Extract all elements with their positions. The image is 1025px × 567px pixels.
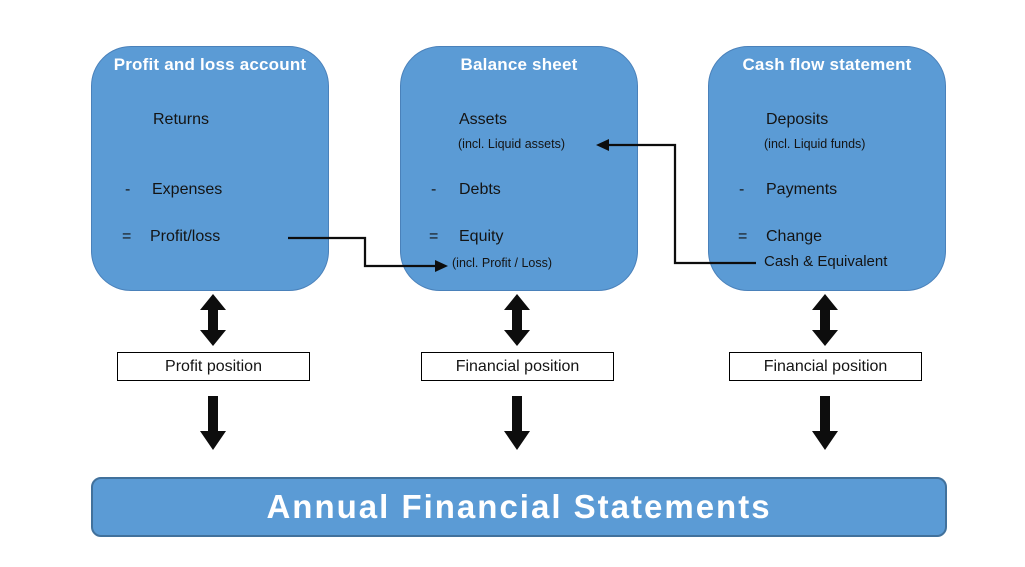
row-profitloss: Profit/loss xyxy=(150,228,221,245)
annual-financial-statements-label: Annual Financial Statements xyxy=(266,488,772,525)
double-arrow-profit-icon xyxy=(200,294,226,346)
panel-balance-sheet: Balance sheet Assets (incl. Liquid asset… xyxy=(400,46,638,291)
financial-position-box-cashflow: Financial position xyxy=(729,352,922,381)
row-debts-prefix: - xyxy=(431,181,437,198)
panel-profit-and-loss: Profit and loss account Returns - Expens… xyxy=(91,46,329,291)
profit-position-label: Profit position xyxy=(165,357,262,375)
panel-title: Cash flow statement xyxy=(742,55,912,74)
row-payments: Payments xyxy=(766,181,838,198)
panel-title: Balance sheet xyxy=(460,55,578,74)
row-change: Change xyxy=(766,228,823,245)
annual-financial-statements-bar: Annual Financial Statements xyxy=(91,477,947,537)
financial-position-box-balance: Financial position xyxy=(421,352,614,381)
row-returns: Returns xyxy=(153,111,210,128)
panel-cash-flow: Cash flow statement Deposits (incl. Liqu… xyxy=(708,46,946,291)
panel-title: Profit and loss account xyxy=(113,55,307,74)
row-deposits-note: (incl. Liquid funds) xyxy=(764,137,866,151)
row-cash-equivalent: Cash & Equivalent xyxy=(764,253,888,270)
down-arrow-balance-icon xyxy=(504,396,530,450)
row-assets: Assets xyxy=(459,111,508,128)
row-payments-prefix: - xyxy=(739,181,745,198)
row-profitloss-prefix: = xyxy=(122,228,132,245)
double-arrow-balance-icon xyxy=(504,294,530,346)
row-equity-prefix: = xyxy=(429,228,439,245)
down-arrow-cashflow-icon xyxy=(812,396,838,450)
double-arrow-cashflow-icon xyxy=(812,294,838,346)
row-expenses: Expenses xyxy=(152,181,223,198)
row-change-prefix: = xyxy=(738,228,748,245)
financial-position-label: Financial position xyxy=(763,357,888,375)
row-expenses-prefix: - xyxy=(125,181,131,198)
financial-position-label: Financial position xyxy=(455,357,580,375)
profit-position-box: Profit position xyxy=(117,352,310,381)
row-assets-note: (incl. Liquid assets) xyxy=(458,137,565,151)
down-arrow-profit-icon xyxy=(200,396,226,450)
row-deposits: Deposits xyxy=(766,111,829,128)
row-debts: Debts xyxy=(459,181,501,198)
row-equity: Equity xyxy=(459,228,504,245)
row-equity-note: (incl. Profit / Loss) xyxy=(452,256,553,270)
